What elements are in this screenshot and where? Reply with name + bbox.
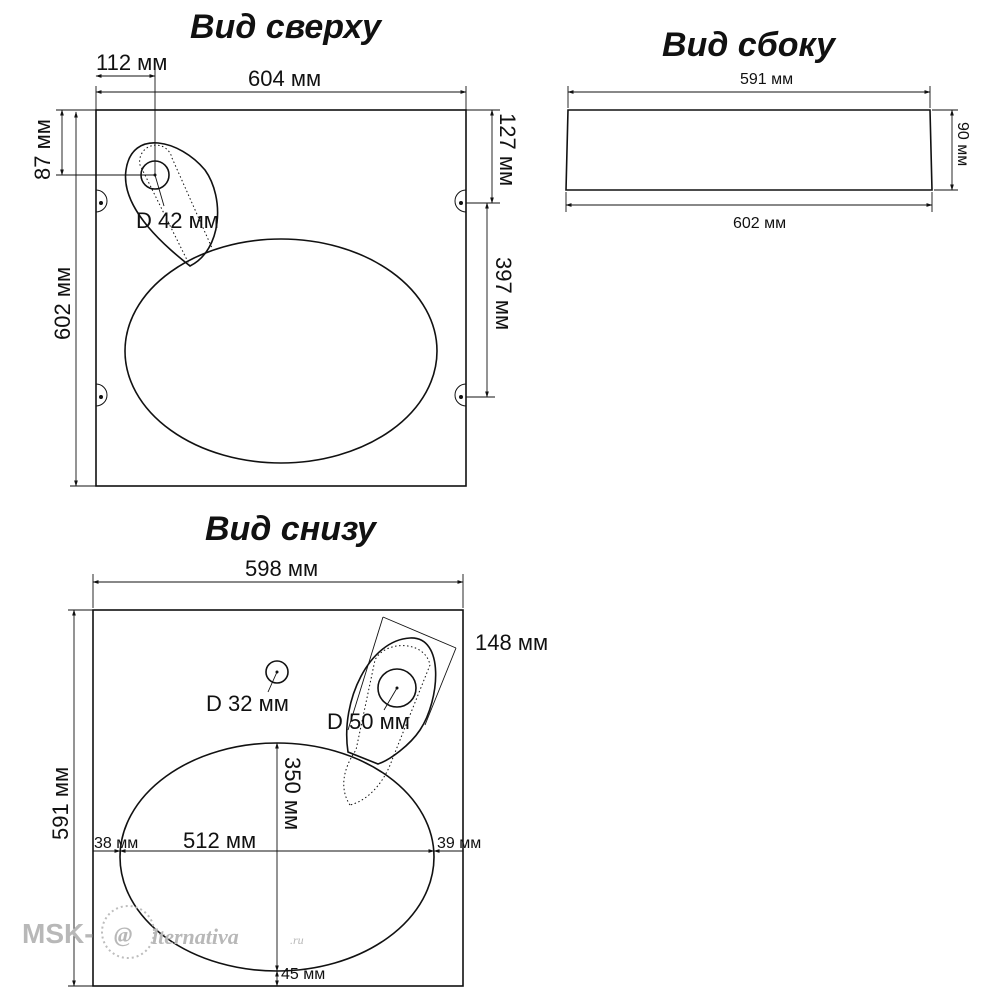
top-left-small-dimension: 87 мм bbox=[30, 109, 155, 180]
side-height-label: 90 мм bbox=[954, 122, 971, 166]
top-offset-dimension: 112 мм bbox=[95, 50, 167, 175]
left-notch-bottom bbox=[95, 383, 108, 407]
bottom-left-margin-label: 38 мм bbox=[94, 835, 138, 852]
side-top-dimension: 591 мм bbox=[567, 71, 931, 108]
bottom-bowl-height-label: 350 мм bbox=[280, 757, 305, 830]
top-width-dimension: 604 мм bbox=[95, 66, 467, 110]
side-bottom-dimension: 602 мм bbox=[565, 192, 933, 232]
bottom-view: Вид снизу 598 мм 591 мм 350 мм 512 мм bbox=[48, 510, 548, 987]
bottom-right-margin-label: 39 мм bbox=[437, 835, 481, 852]
side-height-dimension: 90 мм bbox=[932, 109, 971, 191]
left-notch-top bbox=[95, 189, 108, 213]
top-height-label: 602 мм bbox=[50, 267, 75, 340]
bottom-bottom-margin-label: 45 мм bbox=[281, 966, 325, 983]
right-notch-bottom bbox=[454, 383, 467, 407]
bottom-height-dimension: 591 мм bbox=[48, 609, 93, 987]
top-right-mid-label: 397 мм bbox=[491, 257, 516, 330]
bottom-small-hole: D 32 мм bbox=[206, 660, 289, 716]
watermark-prefix: MSK- bbox=[22, 918, 94, 949]
watermark-domain: .ru bbox=[290, 933, 304, 947]
bottom-height-label: 591 мм bbox=[48, 767, 73, 840]
top-right-top-label: 127 мм bbox=[495, 113, 520, 186]
side-view-outline bbox=[565, 109, 933, 191]
right-notch-top bbox=[454, 189, 467, 213]
top-view-title: Вид сверху bbox=[190, 8, 383, 46]
top-basin bbox=[124, 238, 438, 464]
watermark-symbol: @ bbox=[114, 922, 132, 947]
bottom-small-hole-label: D 32 мм bbox=[206, 691, 289, 716]
bottom-bowl-dimensions: 350 мм 512 мм 38 мм 39 мм 45 мм bbox=[93, 742, 481, 987]
bottom-faucet-hole bbox=[377, 668, 417, 708]
watermark-at-ring bbox=[101, 905, 155, 959]
side-view-title: Вид сбоку bbox=[662, 26, 837, 64]
top-hole-label: D 42 мм bbox=[136, 208, 219, 233]
bottom-view-title: Вид снизу bbox=[205, 510, 378, 548]
watermark-suffix: lternativa bbox=[152, 924, 239, 949]
watermark: MSK- @ lternativa .ru bbox=[22, 905, 304, 959]
top-right-dimensions: 127 мм 397 мм bbox=[466, 109, 520, 398]
bottom-width-dimension: 598 мм bbox=[92, 556, 464, 608]
top-height-dimension: 602 мм bbox=[50, 111, 96, 487]
top-offset-label: 112 мм bbox=[96, 50, 167, 75]
bottom-bowl-width-label: 512 мм bbox=[183, 828, 256, 853]
top-width-label: 604 мм bbox=[248, 66, 321, 91]
top-faucet-hole bbox=[140, 160, 170, 190]
top-view-outline bbox=[95, 109, 467, 487]
side-view: Вид сбоку 591 мм 602 мм 90 мм bbox=[565, 26, 971, 232]
bottom-large-hole-label: D 50 мм bbox=[327, 709, 410, 734]
top-left-small-label: 87 мм bbox=[30, 119, 55, 180]
top-faucet-tab: D 42 мм bbox=[124, 142, 219, 267]
side-bottom-label: 602 мм bbox=[733, 215, 786, 232]
bottom-faucet-tab: 148 мм D 50 мм bbox=[327, 616, 548, 806]
top-view: Вид сверху 604 мм 112 мм 602 мм 87 м bbox=[30, 8, 520, 487]
bottom-diag-label: 148 мм bbox=[475, 630, 548, 655]
side-top-label: 591 мм bbox=[740, 71, 793, 88]
bottom-width-label: 598 мм bbox=[245, 556, 318, 581]
bottom-view-outline bbox=[92, 609, 464, 987]
